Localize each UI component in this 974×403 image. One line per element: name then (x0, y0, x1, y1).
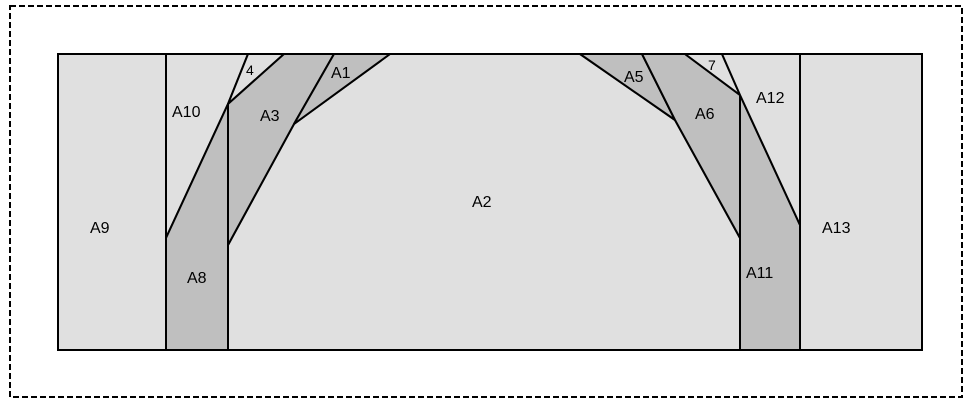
region-a1 (293, 53, 394, 125)
region-a9 (57, 53, 167, 351)
label-a12: A12 (756, 90, 785, 107)
label-a5: A5 (624, 69, 644, 86)
region-a13 (799, 53, 923, 351)
label-a13: A13 (822, 220, 851, 237)
label-a8: A8 (187, 270, 207, 287)
label-a4: 4 (246, 62, 254, 78)
region-a12 (720, 53, 801, 226)
label-a7: 7 (708, 57, 716, 73)
label-a9: A9 (90, 220, 110, 237)
label-a2: A2 (472, 194, 492, 211)
label-a11: A11 (746, 265, 773, 282)
label-a6: A6 (695, 106, 715, 123)
dashed-frame (9, 5, 963, 398)
label-a3: A3 (260, 108, 280, 125)
label-a10: A10 (172, 104, 201, 121)
label-a1: A1 (331, 65, 351, 82)
